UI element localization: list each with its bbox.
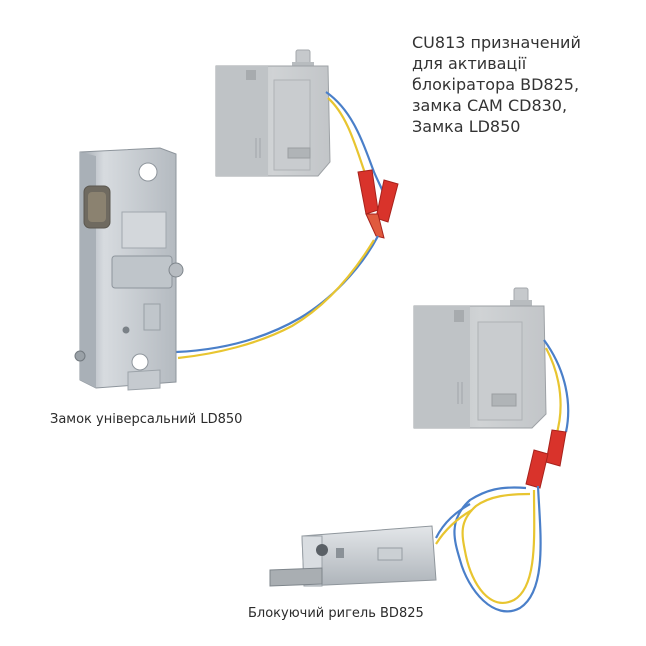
- description-line: замка CAM CD830,: [412, 96, 568, 115]
- description-line: Замка LD850: [412, 117, 521, 136]
- wires-to-bolt: [435, 485, 542, 613]
- bolt-caption: Блокуючий ригель BD825: [248, 606, 424, 621]
- description-line: CU813 призначений: [412, 33, 581, 52]
- universal-lock-ld850: [74, 147, 184, 391]
- description-line: блокіратора BD825,: [412, 75, 580, 94]
- blocking-bolt-bd825: [269, 525, 437, 587]
- control-module-bottom: [413, 287, 547, 429]
- wires-bottom: [543, 339, 570, 437]
- lock-caption: Замок універсальний LD850: [50, 412, 243, 427]
- connectors-upper: [357, 169, 399, 239]
- description-line: для активації: [412, 54, 527, 73]
- control-module-top: [215, 49, 331, 177]
- wires-top: [325, 91, 390, 211]
- connectors-lower: [525, 429, 567, 489]
- product-description: CU813 призначений для активації блокірат…: [412, 32, 642, 137]
- wires-to-lock: [175, 235, 379, 360]
